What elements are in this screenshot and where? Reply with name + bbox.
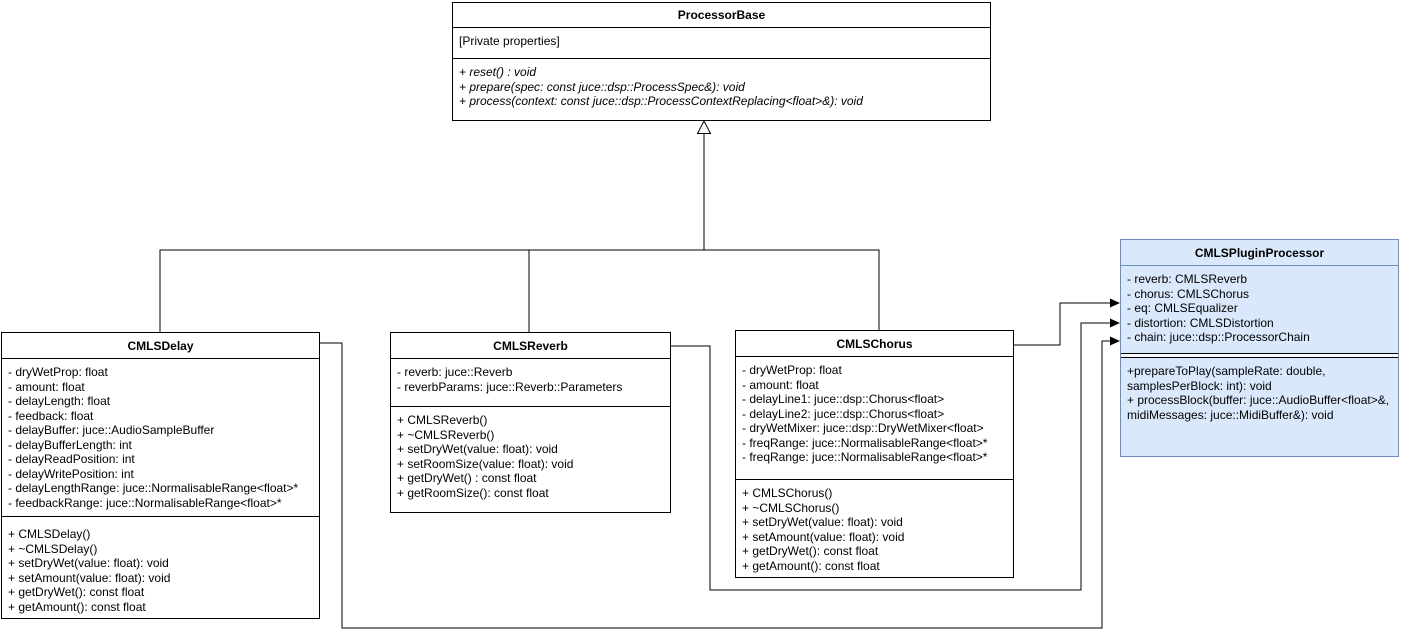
uml-method: + setAmount(value: float): void (742, 529, 905, 544)
class-attributes-section: - dryWetProp: float - amount: float - de… (2, 359, 319, 516)
uml-method: + setDryWet(value: float): void (742, 515, 903, 529)
class-title: ProcessorBase (453, 3, 990, 28)
uml-attribute: - reverbParams: juce::Reverb::Parameters (397, 379, 623, 394)
uml-attribute: - distortion: CMLSDistortion (1127, 315, 1274, 330)
uml-attribute: - feedbackRange: juce::NormalisableRange… (8, 495, 282, 510)
class-methods-section: + reset() : void + prepare(spec: const j… (453, 58, 990, 120)
uml-method: + getAmount(): const float (8, 599, 146, 614)
uml-attribute: - reverb: juce::Reverb (397, 365, 513, 379)
uml-attribute: - eq: CMLSEqualizer (1127, 301, 1238, 315)
uml-attribute: - feedback: float (8, 408, 94, 423)
uml-attribute: - chorus: CMLSChorus (1127, 286, 1250, 301)
double-line-divider (1121, 353, 1398, 358)
uml-method: + getRoomSize(): const float (397, 485, 549, 500)
uml-attribute: - delayBuffer: juce::AudioSampleBuffer (8, 423, 215, 437)
uml-method: + getDryWet(): const float (8, 585, 145, 599)
class-box-cmlsreverb: CMLSReverb - reverb: juce::Reverb - reve… (390, 332, 671, 513)
uml-attribute: - freqRange: juce::NormalisableRange<flo… (742, 450, 988, 464)
arrowhead-icon (1110, 318, 1120, 328)
uml-method: + setDryWet(value: float): void (8, 556, 169, 570)
class-attributes-section: - dryWetProp: float - amount: float - de… (736, 357, 1013, 479)
class-methods-section: +prepareToPlay(sampleRate: double, sampl… (1121, 358, 1398, 456)
uml-method: + getDryWet() : const float (397, 471, 537, 485)
class-attributes-section: [Private properties] (453, 28, 990, 58)
uml-attribute: - freqRange: juce::NormalisableRange<flo… (742, 435, 988, 450)
uml-attribute: - reverb: CMLSReverb (1127, 272, 1248, 286)
class-box-cmlschorus: CMLSChorus - dryWetProp: float - amount:… (735, 330, 1014, 578)
uml-attribute: - delayLine2: juce::dsp::Chorus<float> (742, 406, 945, 421)
uml-attribute: - delayBufferLength: int (8, 437, 132, 452)
uml-method: + setRoomSize(value: float): void (397, 456, 574, 471)
private-properties-note: [Private properties] (459, 34, 560, 48)
uml-method: + prepare(spec: const juce::dsp::Process… (459, 79, 745, 94)
uml-attribute: - delayLengthRange: juce::NormalisableRa… (8, 481, 299, 495)
uml-method: + getAmount(): const float (742, 558, 880, 573)
class-methods-section: + CMLSChorus() + ~CMLSChorus() + setDryW… (736, 479, 1013, 577)
uml-method: + CMLSReverb() (397, 413, 488, 427)
class-methods-section: + CMLSDelay() + ~CMLSDelay() + setDryWet… (2, 516, 319, 618)
uml-method: + setDryWet(value: float): void (397, 442, 558, 456)
class-title: CMLSPluginProcessor (1121, 240, 1398, 266)
inheritance-connector (159, 119, 880, 332)
uml-method: + processBlock(buffer: juce::AudioBuffer… (1127, 393, 1390, 422)
uml-attribute: - delayWritePosition: int (8, 466, 134, 481)
arrowhead-icon (1110, 336, 1120, 346)
uml-attribute: - dryWetMixer: juce::dsp::DryWetMixer<fl… (742, 421, 984, 435)
uml-method: + ~CMLSDelay() (8, 541, 98, 556)
uml-method: + getDryWet(): const float (742, 544, 879, 558)
uml-method: +prepareToPlay(sampleRate: double, sampl… (1127, 364, 1326, 393)
class-title: CMLSDelay (2, 333, 319, 359)
uml-method: + CMLSChorus() (742, 486, 833, 500)
class-title: CMLSReverb (391, 333, 670, 359)
class-title: CMLSChorus (736, 331, 1013, 357)
class-attributes-section: - reverb: juce::Reverb - reverbParams: j… (391, 359, 670, 406)
uml-method: + reset() : void (459, 65, 537, 79)
class-attributes-section: - reverb: CMLSReverb - chorus: CMLSChoru… (1121, 266, 1398, 353)
uml-method: + process(context: const juce::dsp::Proc… (459, 94, 863, 108)
inheritance-triangle-icon (696, 119, 712, 134)
class-methods-section: + CMLSReverb() + ~CMLSReverb() + setDryW… (391, 406, 670, 512)
class-box-cmlsdelay: CMLSDelay - dryWetProp: float - amount: … (1, 332, 320, 619)
arrowhead-icon (1110, 298, 1120, 308)
uml-attribute: - delayReadPosition: int (8, 452, 135, 466)
uml-attribute: - dryWetProp: float (8, 365, 108, 379)
uml-attribute: - delayLength: float (8, 394, 111, 408)
uml-method: + setAmount(value: float): void (8, 570, 171, 585)
uml-attribute: - amount: float (742, 377, 819, 392)
association-chorus-to-plugin (1014, 298, 1120, 346)
uml-attribute: - chain: juce::dsp::ProcessorChain (1127, 330, 1310, 344)
uml-method: + ~CMLSReverb() (397, 427, 495, 442)
class-box-cmlspluginprocessor: CMLSPluginProcessor - reverb: CMLSReverb… (1120, 239, 1399, 457)
uml-method: + CMLSDelay() (8, 527, 91, 541)
uml-attribute: - delayLine1: juce::dsp::Chorus<float> (742, 392, 945, 406)
class-box-processorbase: ProcessorBase [Private properties] + res… (452, 2, 991, 121)
uml-attribute: - dryWetProp: float (742, 363, 842, 377)
uml-attribute: - amount: float (8, 379, 85, 394)
uml-method: + ~CMLSChorus() (742, 500, 840, 515)
